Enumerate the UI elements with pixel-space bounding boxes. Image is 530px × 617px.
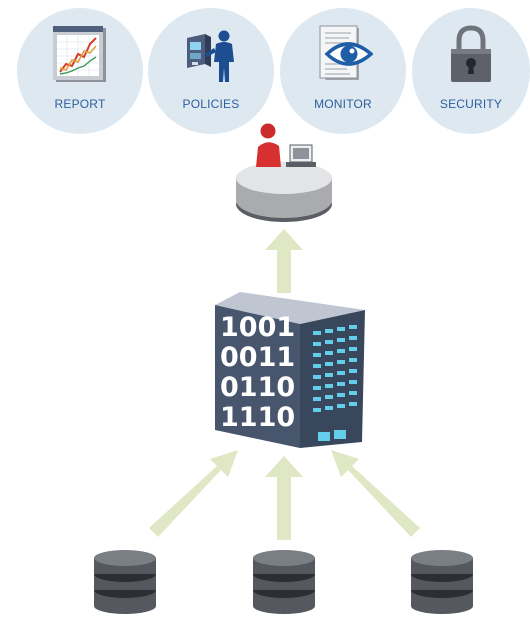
arrow-left-database-to-building xyxy=(149,450,238,537)
arrow-center-database-to-building xyxy=(265,456,303,540)
data-center-building-icon: 1001 0011 0110 1110 xyxy=(215,292,365,448)
monitor-eye-icon xyxy=(319,25,373,80)
report-label: REPORT xyxy=(54,97,106,111)
security-padlock-icon xyxy=(451,25,491,82)
binary-row-1: 1001 xyxy=(220,312,295,343)
database-left-icon xyxy=(94,550,156,614)
database-center-icon xyxy=(253,550,315,614)
arrow-right-database-to-building xyxy=(331,450,420,537)
policies-person-icon xyxy=(187,30,234,82)
binary-row-3: 0110 xyxy=(220,372,295,403)
monitor-tile[interactable]: MONITOR xyxy=(280,8,406,134)
security-tile[interactable]: SECURITY xyxy=(412,8,530,134)
security-label: SECURITY xyxy=(439,97,503,111)
report-tile[interactable]: REPORT xyxy=(17,8,143,134)
policies-label: POLICIES xyxy=(182,97,240,111)
monitor-label: MONITOR xyxy=(314,97,372,111)
operator-workstation-icon xyxy=(236,123,332,222)
binary-row-2: 0011 xyxy=(220,342,295,373)
arrow-up-to-workstation xyxy=(265,229,303,293)
database-right-icon xyxy=(411,550,473,614)
policies-tile[interactable]: POLICIES xyxy=(148,8,274,134)
report-chart-icon xyxy=(53,26,106,82)
binary-row-4: 1110 xyxy=(220,402,295,433)
